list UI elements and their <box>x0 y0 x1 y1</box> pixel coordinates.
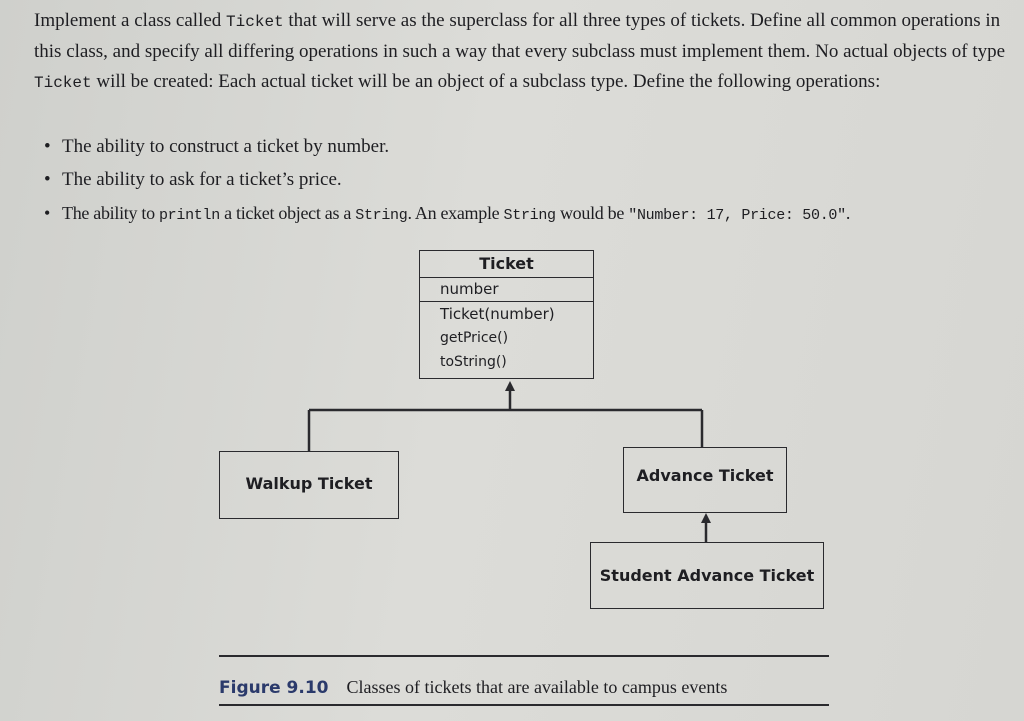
bullet-text: The ability to <box>62 203 159 223</box>
bullet-text: The ability to ask for a ticket’s price. <box>62 169 342 190</box>
code-string: String <box>503 207 557 224</box>
walkup-ticket-box: Walkup Ticket <box>219 451 399 519</box>
intro-text-1: Implement a class called <box>34 10 227 31</box>
intro-text-2: that will serve as the superclass for al… <box>34 10 1006 62</box>
bullet-text: . An example <box>407 203 504 223</box>
caption-rule-top <box>219 655 829 657</box>
ticket-operation-constructor: Ticket(number) <box>440 305 555 323</box>
intro-code-ticket-1: Ticket <box>226 13 284 31</box>
ticket-class-box: Ticket number Ticket(number) getPrice() … <box>419 250 594 379</box>
code-string: String <box>355 207 408 224</box>
intro-paragraph: Implement a class called Ticket that wil… <box>34 6 1019 98</box>
ticket-operation-getprice: getPrice() <box>440 330 509 346</box>
operations-list: • The ability to construct a ticket by nu… <box>44 132 1019 231</box>
bullet-dot-icon: • <box>44 136 51 157</box>
bullet-text: would be <box>555 203 629 223</box>
student-advance-ticket-label: Student Advance Ticket <box>599 566 815 585</box>
bullet-price: • The ability to ask for a ticket’s price… <box>44 165 1019 198</box>
ticket-class-name: Ticket <box>420 251 593 278</box>
advance-ticket-label: Advance Ticket <box>636 466 774 485</box>
arrowhead-ticket-icon <box>505 381 515 391</box>
bullet-text: a ticket object as a <box>219 203 356 223</box>
bullet-construct: • The ability to construct a ticket by nu… <box>44 132 1019 165</box>
code-example-string: "Number: 17, Price: 50.0" <box>628 207 846 224</box>
arrowhead-advance-icon <box>701 513 711 523</box>
intro-code-ticket-2: Ticket <box>34 74 92 92</box>
advance-ticket-box: Advance Ticket <box>623 447 787 513</box>
walkup-ticket-label: Walkup Ticket <box>245 474 373 493</box>
bullet-dot-icon: • <box>44 203 51 223</box>
code-println: println <box>158 207 220 224</box>
figure-caption-text: Classes of tickets that are available to… <box>346 677 728 697</box>
bullet-text: The ability to construct a ticket by num… <box>62 136 390 157</box>
bullet-text: . <box>845 203 851 223</box>
figure-label: Figure 9.10 <box>219 678 329 698</box>
caption-rule-bottom <box>219 704 829 706</box>
figure-caption: Figure 9.10 Classes of tickets that are a… <box>219 677 727 698</box>
student-advance-ticket-box: Student Advance Ticket <box>590 542 824 609</box>
bullet-dot-icon: • <box>44 169 51 190</box>
intro-text-3: will be created: Each actual ticket will… <box>91 71 881 92</box>
ticket-operation-tostring: toString() <box>440 354 507 370</box>
bullet-println: • The ability to println a ticket object … <box>44 198 1019 231</box>
ticket-attribute: number <box>420 278 593 302</box>
